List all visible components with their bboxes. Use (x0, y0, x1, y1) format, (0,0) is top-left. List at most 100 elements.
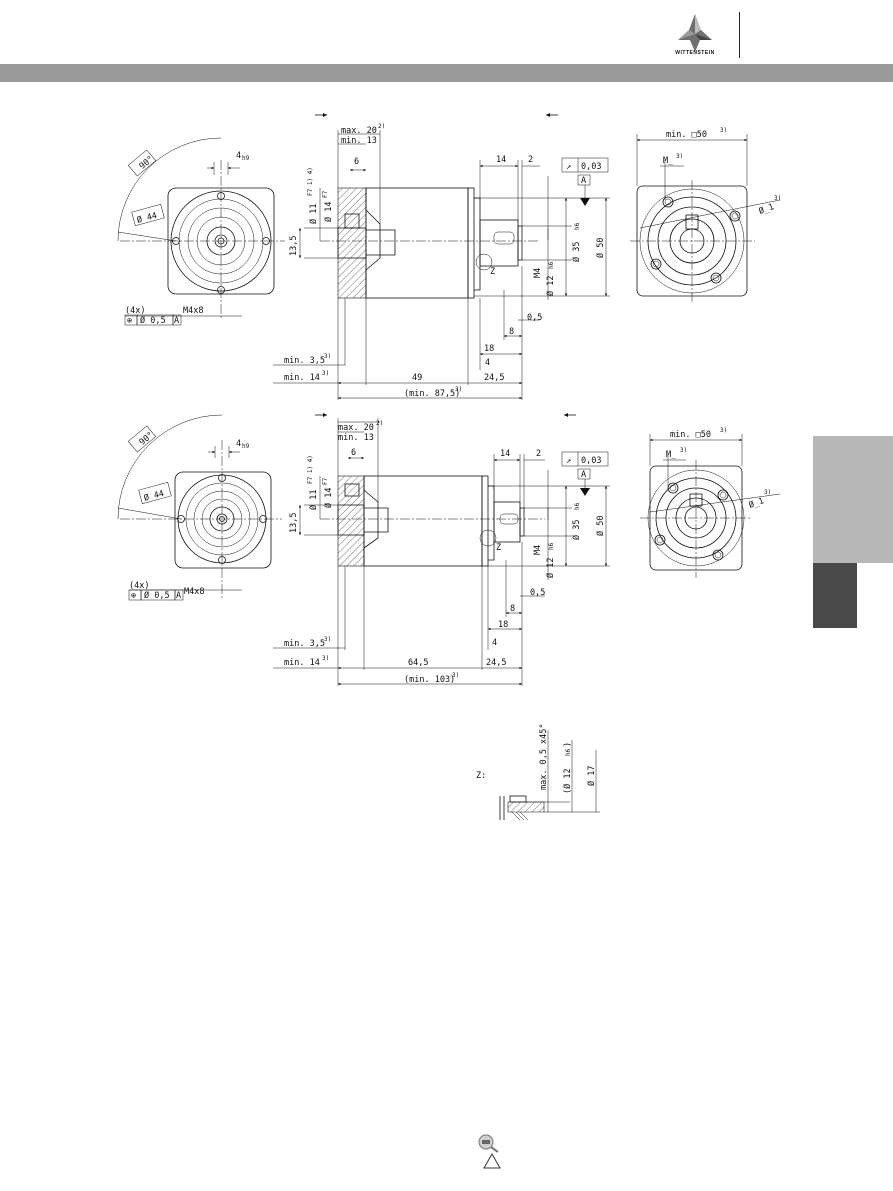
top-d-sup: 3) (774, 195, 781, 202)
bottom-min13: min. 13 (338, 433, 374, 443)
bottom-datum: A (176, 591, 181, 601)
detail-close: ) (563, 742, 573, 747)
bottom-4h9: 4 (236, 439, 241, 449)
bottom-h9: h9 (242, 443, 250, 450)
bottom-d-blank: Ø_1 (747, 495, 765, 511)
top-d35: Ø 35 (571, 242, 582, 262)
top-13-5: 13,5 (289, 236, 299, 256)
bottom-dim64-5: 64,5 (408, 658, 428, 668)
top-z: Z (490, 267, 495, 277)
bottom-m-sup: 3) (680, 447, 687, 454)
top-4h9: 4 (236, 151, 241, 161)
top-datum: A (174, 316, 179, 326)
detail-h6: h6 (565, 748, 572, 756)
bottom-z: Z (496, 543, 501, 553)
top-m4x8: M4x8 (183, 306, 203, 316)
bottom-min-sq50: min. □50 (670, 430, 711, 440)
wittenstein-logo (678, 14, 712, 52)
bottom-m-blank: M_ (666, 450, 677, 460)
top-pos-tol: Ø 0,5 (140, 315, 166, 326)
bottom-d-sup: 3) (764, 489, 771, 496)
top-sup2: 2) (378, 123, 385, 130)
bottom-f7: F7 (322, 477, 329, 485)
bottom-pos-symbol: ⊕ (131, 591, 136, 601)
bottom-dim6: 6 (351, 448, 356, 458)
bottom-min-sq50-sup: 3) (720, 427, 727, 434)
bottom-min14-sup: 3) (322, 655, 329, 662)
top-h9: h9 (242, 155, 250, 162)
top-m4: M4 (533, 268, 543, 278)
top-dim2: 2 (528, 155, 533, 165)
top-f7: F7 (322, 190, 329, 198)
top-dim49: 49 (412, 373, 422, 383)
top-tol-003: 0,03 (581, 162, 601, 172)
bottom-min14: min. 14 (284, 658, 320, 668)
top-d-blank: Ø_1 (757, 201, 775, 217)
bottom-datum-a: A (581, 470, 586, 480)
bottom-dim2: 2 (536, 449, 541, 459)
bottom-h6: h6 (574, 502, 581, 510)
side-tab-light (813, 436, 893, 563)
top-min-total: (min. 87,5) (404, 389, 460, 399)
bottom-min-total: (min. 103) (404, 675, 455, 685)
bottom-m4x8: M4x8 (184, 587, 204, 597)
bottom-0-5: 0,5 (530, 588, 545, 598)
top-dim24-5: 24,5 (484, 373, 504, 383)
top-d11: Ø 11 (308, 204, 319, 224)
top-datum-a: A (581, 176, 586, 186)
bottom-runout-symbol: ↗ (566, 456, 571, 466)
side-tab-dark (813, 563, 857, 628)
top-front-view-left (117, 137, 285, 326)
bottom-13-5: 13,5 (289, 513, 299, 533)
top-min3-5: min. 3,5 (284, 356, 325, 366)
top-dim8: 8 (509, 327, 514, 337)
top-dim4: 4 (485, 358, 490, 368)
bottom-d35: Ø 35 (571, 520, 582, 540)
bottom-angle-90: 90° (138, 430, 156, 448)
top-d50: Ø 50 (595, 238, 606, 258)
search-note-icon (478, 1134, 501, 1169)
top-angle-90: 90° (138, 154, 156, 172)
bottom-tol-003: 0,03 (581, 456, 601, 466)
top-d12: Ø 12 (545, 276, 556, 296)
top-min-total-sup: 3) (455, 386, 462, 393)
top-m-blank: M_ (663, 156, 674, 166)
header-divider (739, 12, 740, 58)
top-min14: min. 14 (284, 373, 320, 383)
detail-z-label: Z: (476, 771, 486, 781)
bottom-dim4: 4 (492, 638, 497, 648)
top-runout-symbol: ↗ (566, 162, 571, 172)
bottom-view-group: 90° Ø 44 4 h9 (4x) ⊕ Ø 0,5 A M4x8 (117, 413, 781, 686)
top-min-sq50-sup: 3) (720, 127, 727, 134)
bottom-min-total-sup: 3) (452, 672, 459, 679)
top-pos-symbol: ⊕ (127, 316, 132, 326)
top-d12-h6: h6 (548, 261, 555, 269)
top-d14: Ø 14 (323, 202, 334, 222)
bottom-d14: Ø 14 (323, 488, 334, 508)
top-d44: Ø 44 (136, 210, 159, 226)
top-f7-14: F7 1) 4) (307, 167, 314, 196)
bottom-front-view-left (117, 414, 282, 601)
detail-chamfer: max. 0,5 x45° (539, 723, 549, 790)
bottom-dim14: 14 (500, 449, 510, 459)
bottom-d12: Ø 12 (545, 558, 556, 578)
top-qty-4x: (4x) (125, 306, 145, 316)
top-min13: min. 13 (341, 136, 377, 146)
detail-z (499, 730, 600, 821)
top-dim14: 14 (496, 155, 506, 165)
bottom-max20: max. 20 (338, 423, 374, 433)
top-0-5: 0,5 (527, 313, 542, 323)
header-band (0, 64, 893, 82)
detail-d12: (Ø 12 (562, 768, 573, 794)
top-m-sup: 3) (676, 153, 683, 160)
bottom-dim8: 8 (510, 604, 515, 614)
bottom-dim18: 18 (498, 620, 508, 630)
bottom-min3-5-sup: 3) (324, 636, 331, 643)
bottom-min3-5: min. 3,5 (284, 639, 325, 649)
top-end-view-right (630, 134, 781, 302)
bottom-d50: Ø 50 (595, 516, 606, 536)
top-min14-sup: 3) (322, 370, 329, 377)
detail-d17: Ø 17 (586, 766, 597, 786)
top-max20: max. 20 (341, 126, 377, 136)
